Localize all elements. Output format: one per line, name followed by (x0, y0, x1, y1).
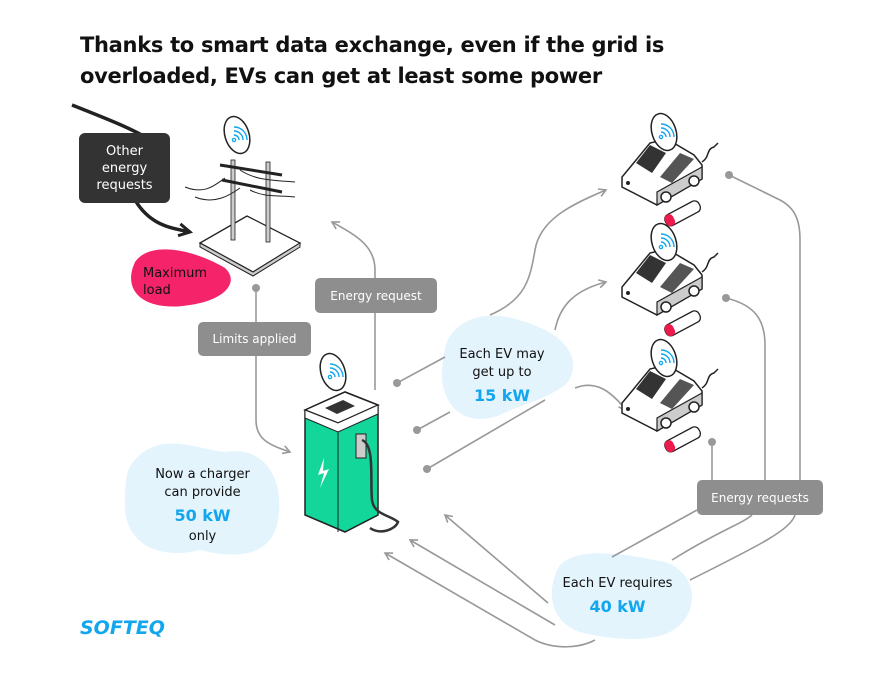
ev-may-get-blob (441, 315, 574, 419)
energy-requests-label: Energy requests (697, 480, 823, 515)
charger-capacity-value: 50 kW (174, 506, 231, 525)
maximum-load-label: Maximum load (143, 266, 208, 298)
ev-may-get-text: Each EV may get up to (459, 347, 545, 380)
charger-note-suffix: only (188, 529, 217, 544)
wifi-icon (218, 112, 256, 158)
black-arrow-icon (133, 199, 190, 232)
charger-note-blob (125, 443, 280, 555)
energy-request-label: Energy request (315, 278, 437, 313)
page-title: Thanks to smart data exchange, even if t… (80, 33, 665, 88)
softeq-logo: SOFTEQ (80, 617, 165, 639)
wifi-icon (314, 349, 352, 395)
connector-lines (252, 171, 801, 648)
maximum-load-blob (131, 249, 231, 307)
battery-low-icon (662, 198, 703, 229)
other-energy-requests-label: Other energy requests (79, 133, 170, 203)
charger-icon (303, 391, 400, 533)
limits-applied-label: Limits applied (198, 322, 311, 356)
ev-requires-value: 40 kW (589, 597, 646, 616)
lightning-icon (318, 458, 329, 488)
ev-may-get-value: 15 kW (473, 386, 531, 405)
charger-note-text: Now a charger can provide (155, 467, 250, 500)
ev-may-get-note: Each EV may get up to 15 kW (452, 346, 552, 408)
power-pole-icon (184, 159, 302, 277)
ev-requires-blob (551, 553, 692, 640)
charger-note: Now a charger can provide 50 kW only (145, 466, 260, 546)
battery-low-icon (662, 424, 703, 455)
battery-low-icon (662, 308, 703, 339)
ev-requires-text: Each EV requires (562, 576, 673, 591)
ev-requires-note: Each EV requires 40 kW (550, 575, 685, 619)
